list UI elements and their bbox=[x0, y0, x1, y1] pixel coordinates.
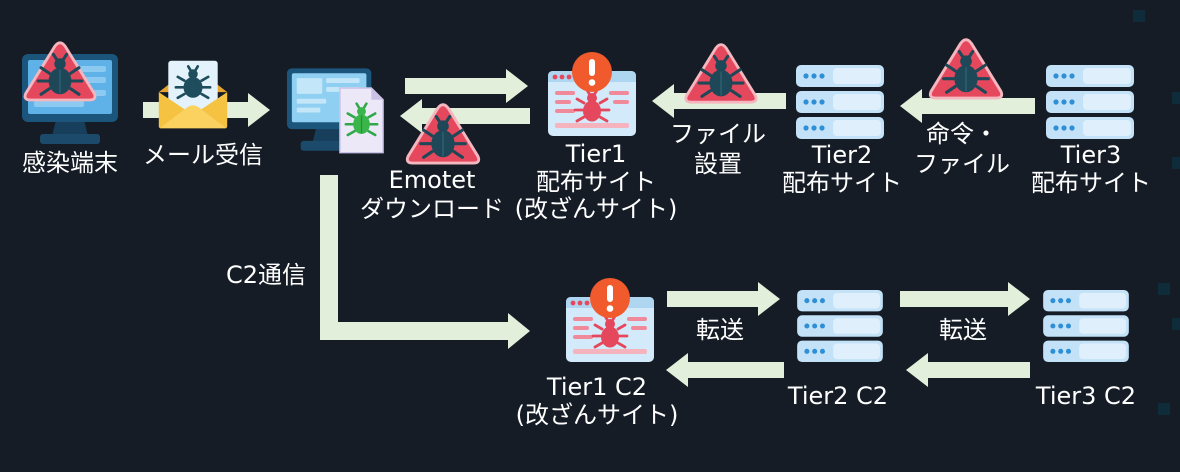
tier3-text: Tier3 bbox=[1060, 141, 1122, 169]
tier3-distribution-label: Tier3 配布サイト bbox=[1011, 141, 1171, 197]
download-text: ダウンロード bbox=[360, 195, 504, 223]
distribution-site-text: 配布サイト bbox=[1031, 169, 1151, 197]
emotet-text: Emotet bbox=[388, 166, 476, 194]
tier2-text: Tier2 bbox=[811, 141, 873, 169]
tier3-c2-label: Tier3 C2 bbox=[1016, 382, 1156, 410]
placement-text: 設置 bbox=[694, 150, 742, 178]
command-text: 命令・ bbox=[926, 120, 998, 148]
file-text: ファイル bbox=[670, 120, 766, 148]
compromised-site-text: (改ざんサイト) bbox=[514, 195, 678, 223]
warning-bug-icon bbox=[684, 43, 758, 104]
c2-communication-arrow bbox=[320, 175, 530, 349]
tier2-distribution-server-icon bbox=[796, 65, 884, 139]
decor-square bbox=[1158, 403, 1170, 415]
tier1-c2-label: Tier1 C2 (改ざんサイト) bbox=[507, 373, 687, 429]
decor-square bbox=[1158, 283, 1170, 295]
tier2-c2-text: Tier2 C2 bbox=[787, 382, 889, 410]
command-file-label: 命令・ ファイル bbox=[892, 119, 1032, 179]
warning-bug-icon bbox=[928, 38, 1004, 100]
download-request-arrow bbox=[405, 69, 528, 103]
tier1-c2-site-icon bbox=[565, 277, 655, 363]
monitor-document-bug-icon bbox=[285, 67, 385, 154]
forward-text: 転送 bbox=[939, 316, 987, 344]
distribution-site-text: 配布サイト bbox=[782, 169, 902, 197]
infected-host-text: 感染端末 bbox=[22, 149, 118, 177]
tier1-distribution-label: Tier1 配布サイト (改ざんサイト) bbox=[506, 140, 686, 224]
command-file-arrow bbox=[900, 89, 1035, 123]
tier3-distribution-server-icon bbox=[1046, 65, 1134, 139]
warning-bug-icon bbox=[405, 103, 481, 165]
envelope-bug-icon bbox=[157, 59, 229, 130]
forward-label: 転送 bbox=[670, 316, 770, 344]
download-response-arrow bbox=[400, 99, 530, 133]
tier1-text: Tier1 bbox=[565, 140, 627, 168]
infected-host-label: 感染端末 bbox=[0, 149, 140, 177]
tier1-c2-text: Tier1 C2 bbox=[546, 373, 648, 401]
mail-receive-text: メール受信 bbox=[143, 141, 263, 169]
compromised-site-text: (改ざんサイト) bbox=[515, 401, 679, 429]
c2-communication-text: C2通信 bbox=[225, 261, 307, 289]
distribution-site-text: 配布サイト bbox=[536, 167, 656, 196]
tier2-c2-label: Tier2 C2 bbox=[768, 382, 908, 410]
tier1-distribution-site-icon bbox=[547, 51, 637, 137]
tier2-distribution-label: Tier2 配布サイト bbox=[772, 141, 912, 197]
forward-arrow-tier1-to-tier2 bbox=[667, 282, 780, 316]
mail-receive-label: メール受信 bbox=[133, 141, 273, 169]
tier2-c2-server-icon bbox=[797, 289, 883, 363]
return-arrow-tier3-to-tier2 bbox=[906, 353, 1030, 387]
file-text: ファイル bbox=[914, 150, 1010, 178]
emotet-download-label: Emotet ダウンロード bbox=[342, 166, 522, 224]
decor-square bbox=[1133, 10, 1145, 22]
c2-communication-label: C2通信 bbox=[206, 261, 326, 289]
decor-square bbox=[1172, 318, 1180, 330]
forward-label: 転送 bbox=[913, 316, 1013, 344]
decor-square bbox=[1172, 157, 1180, 169]
tier3-c2-server-icon bbox=[1043, 289, 1129, 363]
return-arrow-tier2-to-tier1 bbox=[666, 353, 784, 387]
forward-arrow-tier2-to-tier3 bbox=[900, 282, 1030, 316]
tier3-c2-text: Tier3 C2 bbox=[1035, 382, 1137, 410]
decor-square bbox=[1172, 92, 1180, 104]
forward-text: 転送 bbox=[696, 316, 744, 344]
file-placement-label: ファイル 設置 bbox=[648, 119, 788, 179]
warning-bug-icon bbox=[23, 41, 97, 102]
